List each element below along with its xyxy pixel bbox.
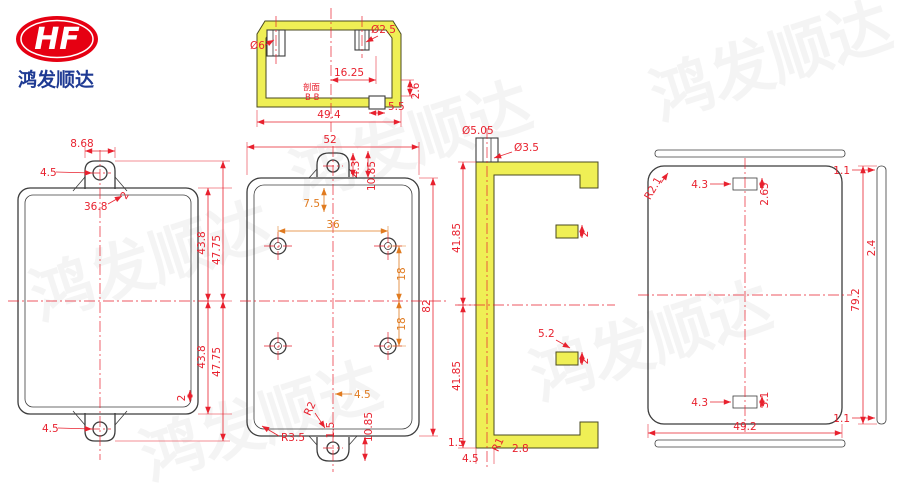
dim-back-boss-span-y-lower: 18 <box>396 317 408 330</box>
leader-line <box>314 412 326 429</box>
leader-line <box>493 151 513 159</box>
leader-line <box>107 195 123 205</box>
dim-front-upper-overall-half: 47.75 <box>211 235 223 265</box>
dim-front-bottom-wall: 2 <box>176 395 188 402</box>
front-body-inner <box>24 194 192 408</box>
dim-side-rib-lower: 2 <box>579 358 591 365</box>
dim-back-boss-top-offset: 7.5 <box>303 198 320 210</box>
dim-back-height: 82 <box>421 299 433 312</box>
dim-back-corner-outer: R3.5 <box>281 432 305 444</box>
dim-side-upper-half: 41.85 <box>451 223 463 253</box>
dim-back-boss-bottom-offset: 4.5 <box>354 389 371 401</box>
dim-back-tab-wall: 1.5 <box>325 422 337 439</box>
dim-back-tab-length-top: 10.85 <box>366 161 378 191</box>
panel-top-edge <box>654 149 846 158</box>
dim-side-lower-half: 41.85 <box>451 361 463 391</box>
view-back: 52 4.3 10.85 7.5 36 18 18 82 4.5 R2 R3.5… <box>240 134 446 472</box>
front-top-shoulders <box>72 176 128 192</box>
dim-top-wall: 2.6 <box>410 82 422 99</box>
dim-back-boss-span-x: 36 <box>326 219 340 231</box>
back-bottom-shoulders <box>308 435 358 446</box>
leader-line <box>660 172 669 184</box>
side-rib-lower <box>555 351 579 366</box>
dim-front-lower-overall-half: 47.75 <box>211 347 223 377</box>
brand-logo: HF 鸿发顺达 <box>16 16 98 91</box>
watermark-text: 鸿发顺达 <box>132 348 390 494</box>
dim-side-lip: 2.8 <box>512 443 529 455</box>
dim-front-bottom-hole: 4.5 <box>42 423 59 435</box>
logo-oval <box>16 16 98 62</box>
dim-side-hole-dia: Ø3.5 <box>514 142 539 154</box>
dim-top-hole-dia: Ø2.5 <box>371 24 396 36</box>
dim-panel-tab-thickness-bottom: 3.1 <box>759 392 771 409</box>
company-name: 鸿发顺达 <box>18 68 94 91</box>
logo-ring <box>20 19 94 59</box>
dim-back-width: 52 <box>323 134 336 146</box>
watermark-text: 鸿发顺达 <box>642 0 900 134</box>
dim-front-tab-width: 8.68 <box>70 138 93 150</box>
dim-front-tab-hole: 4.5 <box>40 167 57 179</box>
panel-side-strip <box>876 165 887 425</box>
dim-panel-corner-radius: R2.1 <box>642 175 664 202</box>
view-front: 8.68 4.5 36.8 2 43.8 47.75 43.8 47.75 2 … <box>8 138 232 460</box>
dim-panel-edge-top: 1.1 <box>833 165 850 177</box>
front-bottom-shoulders <box>72 410 128 426</box>
view-top-section: 16.25 Ø6 Ø2.5 2.6 5.5 49.4 剖面 B-B <box>250 8 422 132</box>
dim-back-boss-span-y-upper: 18 <box>396 267 408 280</box>
view-panel: R2.1 4.3 2.65 4.3 3.1 49.2 79.2 2.4 1.1 … <box>638 149 887 448</box>
dim-side-fillet: R1 <box>490 436 507 454</box>
side-rib-upper <box>555 224 579 239</box>
dim-front-upper-body-half: 43.8 <box>196 231 208 254</box>
side-section-walls <box>475 161 599 449</box>
leader-line <box>365 35 379 43</box>
top-latch-slot <box>368 95 386 110</box>
dim-panel-height: 79.2 <box>850 288 862 311</box>
dim-back-tab-radius: 4.3 <box>350 161 362 178</box>
dim-side-rib-upper: 2 <box>579 231 591 238</box>
dim-panel-tab-thickness-top: 2.65 <box>759 182 771 205</box>
dim-side-base-width: 4.5 <box>462 453 479 465</box>
dim-top-latch-width: 5.5 <box>388 101 405 113</box>
dim-front-shoulder-wall: 2 <box>118 190 132 202</box>
dim-top-boss-dia: Ø6 <box>250 40 265 52</box>
dim-front-lower-body-half: 43.8 <box>196 345 208 368</box>
section-label-cn: 剖面 <box>303 82 321 93</box>
dim-panel-strip-width: 2.4 <box>866 239 878 256</box>
leader-line <box>261 425 280 437</box>
dim-front-shoulder-width: 36.8 <box>84 201 107 213</box>
dim-panel-tab-offset-top: 4.3 <box>691 179 708 191</box>
view-side-section: Ø5.05 Ø3.5 41.85 41.85 2 5.2 2 1.5 4.5 2… <box>448 125 615 470</box>
dim-panel-width: 49.2 <box>733 421 756 433</box>
watermark-text: 鸿发顺达 <box>522 268 780 414</box>
dim-back-tab-length-bottom: 10.85 <box>363 412 375 442</box>
dim-back-corner-inner: R2 <box>302 400 319 418</box>
section-label-id: B-B <box>305 93 320 103</box>
dim-side-rib-gap: 5.2 <box>538 328 555 340</box>
dim-side-boss-dia: Ø5.05 <box>462 125 494 137</box>
dim-top-center-offset: 16.25 <box>334 67 364 79</box>
panel-bottom-edge <box>654 439 846 448</box>
leader-line <box>55 170 93 176</box>
dim-side-wall: 1.5 <box>448 437 465 449</box>
leader-line <box>555 339 571 349</box>
logo-brand-text: HF <box>34 22 80 57</box>
dim-top-width: 49.4 <box>317 109 341 121</box>
leader-line <box>264 39 275 46</box>
leader-line <box>57 425 93 432</box>
watermark-text: 鸿发顺达 <box>22 188 280 334</box>
dim-panel-tab-offset-bottom: 4.3 <box>691 397 708 409</box>
dim-panel-edge-bottom: 1.1 <box>833 413 850 425</box>
